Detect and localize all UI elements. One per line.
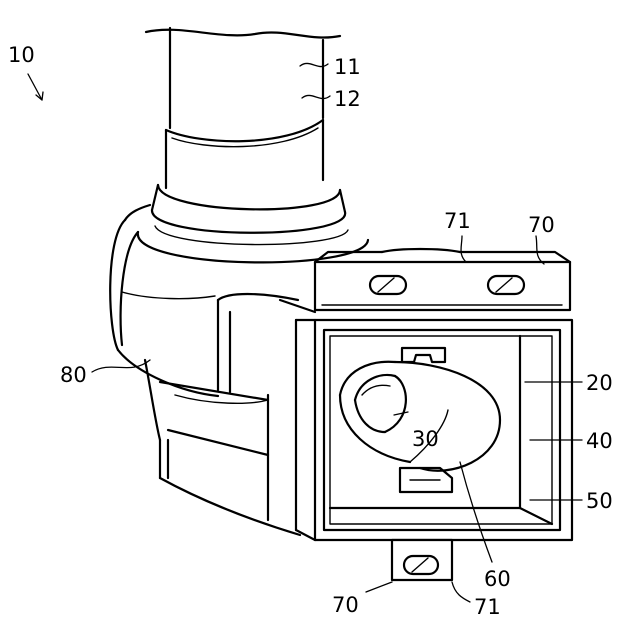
- label-11: 11: [334, 55, 361, 79]
- label-80: 80: [60, 363, 87, 387]
- elbow-body: [110, 205, 300, 535]
- hose-sleeve: [166, 120, 323, 188]
- label-70-top: 70: [528, 213, 555, 237]
- collar: [138, 185, 368, 262]
- label-20: 20: [586, 371, 613, 395]
- label-71-bottom: 71: [474, 595, 501, 619]
- hose-outer-tube: [146, 28, 340, 128]
- label-71-top: 71: [444, 209, 471, 233]
- label-60: 60: [484, 567, 511, 591]
- label-10: 10: [8, 43, 35, 67]
- label-30: 30: [412, 427, 439, 451]
- housing-frame: [280, 300, 572, 540]
- label-12: 12: [334, 87, 361, 111]
- bottom-tab: [392, 540, 452, 580]
- label-40: 40: [586, 429, 613, 453]
- top-bracket: [315, 249, 570, 310]
- label-50: 50: [586, 489, 613, 513]
- label-70-bottom: 70: [332, 593, 359, 617]
